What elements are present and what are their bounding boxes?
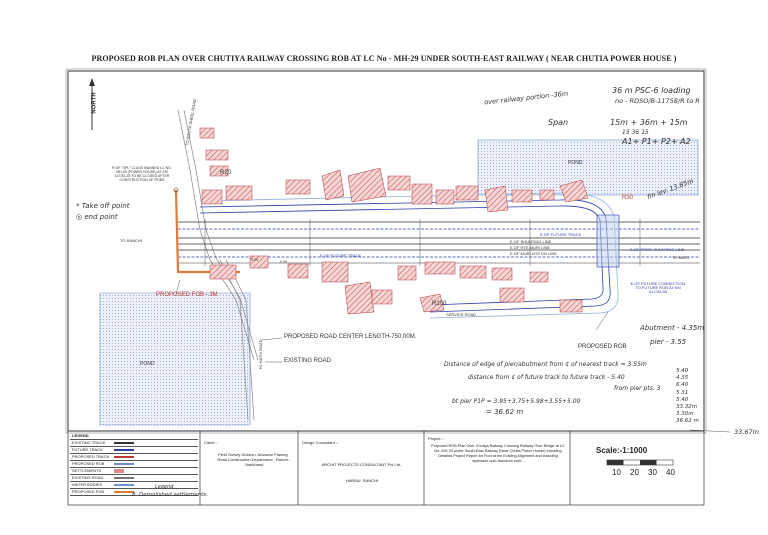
legend-swatch bbox=[114, 484, 134, 486]
note-distance-2: distance from ¢ of future track to futur… bbox=[468, 374, 625, 381]
north-arrow-icon bbox=[89, 78, 95, 130]
note-stack-sum: 5.40 4.35 6.40 5.31 5.40 33.32m 3.30m 36… bbox=[676, 368, 699, 426]
consultant-label: Design Consultant :- bbox=[302, 440, 339, 445]
legend-row: PROPOSED FOB bbox=[70, 489, 198, 496]
station-label: STN bbox=[251, 258, 258, 262]
shunting-line-label: E.OF SHUNTING LINE bbox=[510, 239, 552, 244]
r20-label: R20 bbox=[220, 170, 232, 176]
scale-label: Scale:-1:1000 bbox=[596, 446, 648, 455]
up-line-label: E.OF HTE-MURI LINE bbox=[510, 245, 551, 250]
legend-row: PROPOSED TRACK bbox=[70, 454, 198, 461]
take-off-point-icon bbox=[173, 187, 179, 193]
note-take-off-point: * Take off point bbox=[76, 202, 130, 210]
client-text: Field Survey Division, Advance Planing ,… bbox=[217, 452, 291, 467]
legend-row: PROPOSED ROB bbox=[70, 461, 198, 468]
note-calc-1: bt pier P1P = 3.95+3.75+5.98+3.55+5.00 bbox=[452, 398, 581, 405]
settlements bbox=[199, 127, 589, 315]
note-calc-2: = 36.62 m bbox=[486, 408, 524, 416]
consultant-place: HARMU, RANCHI bbox=[345, 478, 379, 483]
note-span-value: 15m + 36m + 15m bbox=[610, 118, 688, 127]
stack-value: 6.40 bbox=[676, 382, 689, 389]
legend-label: PROPOSED FOB bbox=[72, 489, 105, 494]
scale-tick: 40 bbox=[666, 468, 675, 477]
future-track-label-1: E.OF FUTURE TRACK bbox=[540, 232, 582, 237]
note-span-value2: 15 36 15 bbox=[622, 129, 649, 136]
scale-tick: 30 bbox=[648, 468, 657, 477]
scale-bar bbox=[606, 459, 674, 466]
legend-note-2: 8. Demolished settlements. bbox=[132, 492, 208, 498]
legend-header: LEGEND bbox=[70, 433, 198, 440]
service-road-label: SERVICE ROAD bbox=[446, 312, 477, 317]
scale-tick: 10 bbox=[612, 468, 621, 477]
legend-label: PROPOSED TRACK bbox=[72, 454, 110, 459]
chainage-label: 0.00 bbox=[280, 260, 287, 264]
legend-swatch bbox=[114, 456, 134, 458]
legend-swatch bbox=[114, 442, 134, 444]
pond-top bbox=[477, 139, 699, 196]
legend-label: EXISTING ROAD bbox=[72, 475, 104, 480]
to-ranchi-label: TO RANCHI bbox=[120, 238, 142, 243]
note-end-point: ◎ end point bbox=[76, 213, 118, 221]
pond-left bbox=[99, 292, 251, 426]
title-block bbox=[67, 430, 705, 506]
stack-value: 5.31 bbox=[676, 389, 689, 396]
note-pier: pier - 3.55 bbox=[650, 338, 687, 346]
to-muri-label: TO MURI bbox=[672, 255, 689, 260]
stack-value: 5.40 bbox=[676, 368, 689, 374]
legend-label: WATER BODIES bbox=[72, 482, 103, 487]
legend-row: EXISTING ROAD bbox=[70, 475, 198, 482]
legend-row: EXISTING TRACK bbox=[70, 440, 198, 447]
note-distance-3: from pier pts. 3 bbox=[614, 385, 661, 392]
stack-value: 36.62 m bbox=[676, 418, 699, 425]
legend-swatch bbox=[114, 449, 134, 451]
r100-label: R100 bbox=[432, 301, 447, 307]
project-text: Proposed ROB Plan Over Chutiya Railway C… bbox=[431, 444, 565, 463]
down-line-label: E.OF MURI-HTE DN LINE bbox=[510, 251, 557, 256]
project-label: Project :- bbox=[428, 436, 445, 441]
legend-swatch bbox=[114, 469, 124, 473]
future-connection-label: E.OF FUTURE CONNECTION TO FUTURE ROB AT … bbox=[630, 281, 686, 294]
drawing-title: PROPOSED ROB PLAN OVER CHUTIYA RAILWAY C… bbox=[91, 54, 677, 63]
proposed-fob-label: PROPOSED FOB - 3M bbox=[156, 292, 218, 298]
existing-road-label: EXISTING ROAD bbox=[284, 358, 332, 364]
lc-closure-note: R.OF "SPL" CLASS MANNED LC NO. MH-29 (PO… bbox=[112, 166, 172, 182]
legend-row: FUTURE TRACK bbox=[70, 447, 198, 454]
prop-shunting-label: E.OF PROP. SHUNTING LINE bbox=[630, 247, 685, 252]
note-rdso: no - RDSO/B-11758/R to R bbox=[615, 97, 700, 105]
stack-value: 33.32m bbox=[676, 404, 698, 411]
legend-row: SETTLEMENTS bbox=[70, 468, 198, 475]
legend-row: WATER BODIES bbox=[70, 482, 198, 489]
legend-label: FUTURE TRACK bbox=[72, 447, 103, 452]
note-psc-loading: 36 m PSC-6 loading bbox=[612, 86, 691, 95]
north-label: NORTH bbox=[91, 92, 98, 114]
road-length-label: PROPOSED ROAD CENTER LENGTH-750.00M. bbox=[284, 334, 417, 340]
stack-value: 3.30m bbox=[676, 411, 694, 418]
r30-label: R30 bbox=[622, 195, 634, 201]
legend-swatch bbox=[114, 477, 134, 479]
note-abutment: Abutment - 4.35m bbox=[640, 324, 705, 332]
future-track-label-2: E.OF FUTURE TRACK bbox=[320, 253, 362, 258]
stack-value: 5.40 bbox=[676, 396, 689, 403]
consultant-name: ARCHIT PROJECTS CONSULTANT Pvt Ltd., bbox=[321, 462, 403, 467]
legend-label: SETTLEMENTS bbox=[72, 468, 102, 473]
legend-label: EXISTING TRACK bbox=[72, 440, 106, 445]
pond-left-label: POND bbox=[140, 361, 155, 367]
stack-value: 4.35 bbox=[676, 375, 689, 382]
pond-top-label: POND bbox=[568, 160, 583, 166]
rob-deck bbox=[596, 214, 620, 268]
note-piers: A1+ P1+ P2+ A2 bbox=[622, 137, 691, 146]
scale-tick: 20 bbox=[630, 468, 639, 477]
note-span-label: Span bbox=[548, 118, 569, 127]
note-distance-1: Distance of edge of pier/abutment from ¢… bbox=[444, 361, 647, 368]
client-label: Client :- bbox=[204, 440, 218, 445]
legend-note-1: Legend bbox=[155, 484, 174, 490]
note-total: 33.67m bbox=[734, 428, 759, 436]
to-hatia-label: TO HATIA ROAD bbox=[258, 339, 263, 370]
proposed-rob-label: PROPOSED ROB bbox=[578, 344, 627, 350]
legend-swatch bbox=[114, 491, 134, 493]
legend-swatch bbox=[114, 463, 134, 465]
legend-label: PROPOSED ROB bbox=[72, 461, 105, 466]
legend: LEGEND EXISTING TRACK FUTURE TRACK PROPO… bbox=[70, 433, 198, 503]
